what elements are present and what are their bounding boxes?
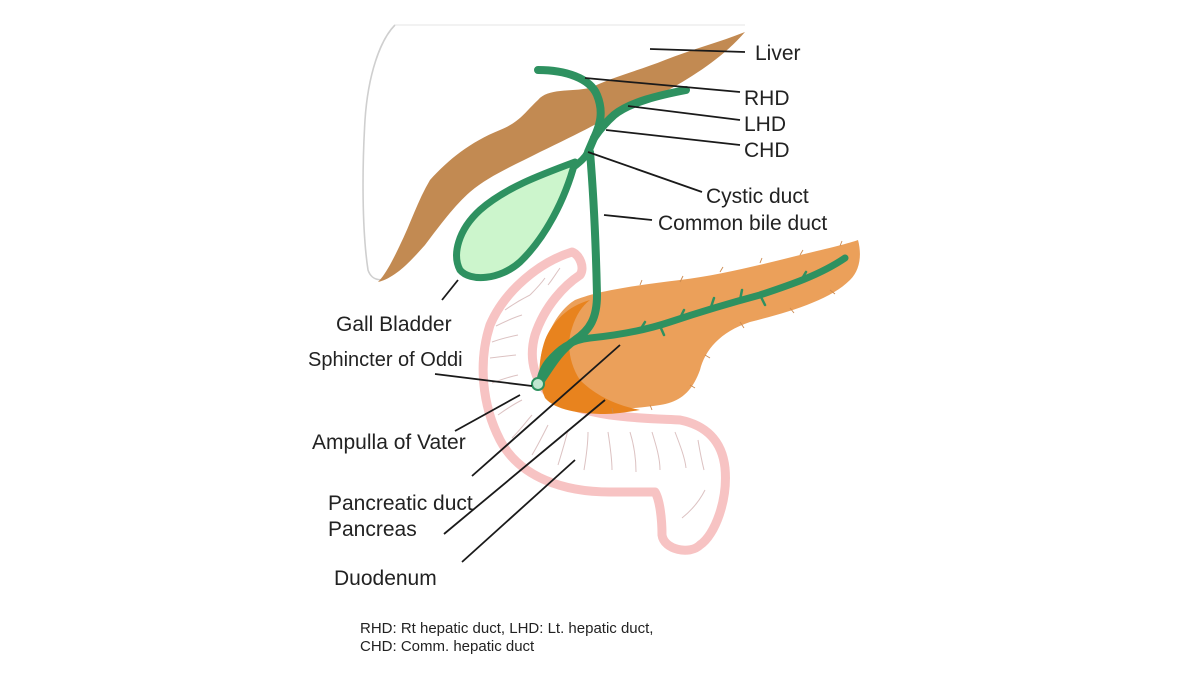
label-lhd: LHD [744,113,786,136]
label-chd: CHD [744,139,790,162]
left-hepatic-duct [590,86,690,142]
pancreas-head-shape [539,300,640,414]
leader-ampulla-of-vater [454,394,521,432]
label-duodenum: Duodenum [334,567,437,590]
pancreatic-duct-branches [638,270,808,337]
label-sphincter-of-oddi: Sphincter of Oddi [308,349,463,371]
label-liver: Liver [755,42,801,65]
gall-bladder-shape [453,158,579,282]
leader-pancreatic-duct [471,344,621,477]
leader-pancreas [443,399,606,535]
label-pancreas: Pancreas [328,518,417,541]
leader-sphincter-of-oddi [434,373,533,387]
leader-lines [434,48,746,563]
pancreas-shape [539,240,860,410]
leader-rhd [584,77,741,93]
footnote-line-1: RHD: Rt hepatic duct, LHD: Lt. hepatic d… [360,620,653,637]
footnote-line-2: CHD: Comm. hepatic duct [360,638,535,655]
duodenum-shape [478,247,730,555]
leader-liver [649,48,746,53]
leader-duodenum [461,459,576,563]
bile-duct-system [534,66,849,386]
ampulla-of-vater-shape [531,377,545,391]
label-common-bile-duct: Common bile duct [658,212,827,235]
duodenum-folds [489,267,706,519]
leader-cystic-duct [587,151,703,193]
leader-chd [605,129,741,146]
leader-gall-bladder [441,279,459,301]
liver-outline [362,24,396,281]
pancreas-texture [611,240,843,414]
label-cystic-duct: Cystic duct [706,185,809,208]
leader-common-bile-duct [603,214,653,221]
label-ampulla-of-vater: Ampulla of Vater [312,431,466,454]
label-rhd: RHD [744,87,790,110]
label-gall-bladder: Gall Bladder [336,313,452,336]
leader-lhd [627,105,741,121]
pancreatic-duct-path [536,254,849,386]
label-pancreatic-duct: Pancreatic duct [328,492,473,515]
cystic-duct-path [571,148,592,170]
